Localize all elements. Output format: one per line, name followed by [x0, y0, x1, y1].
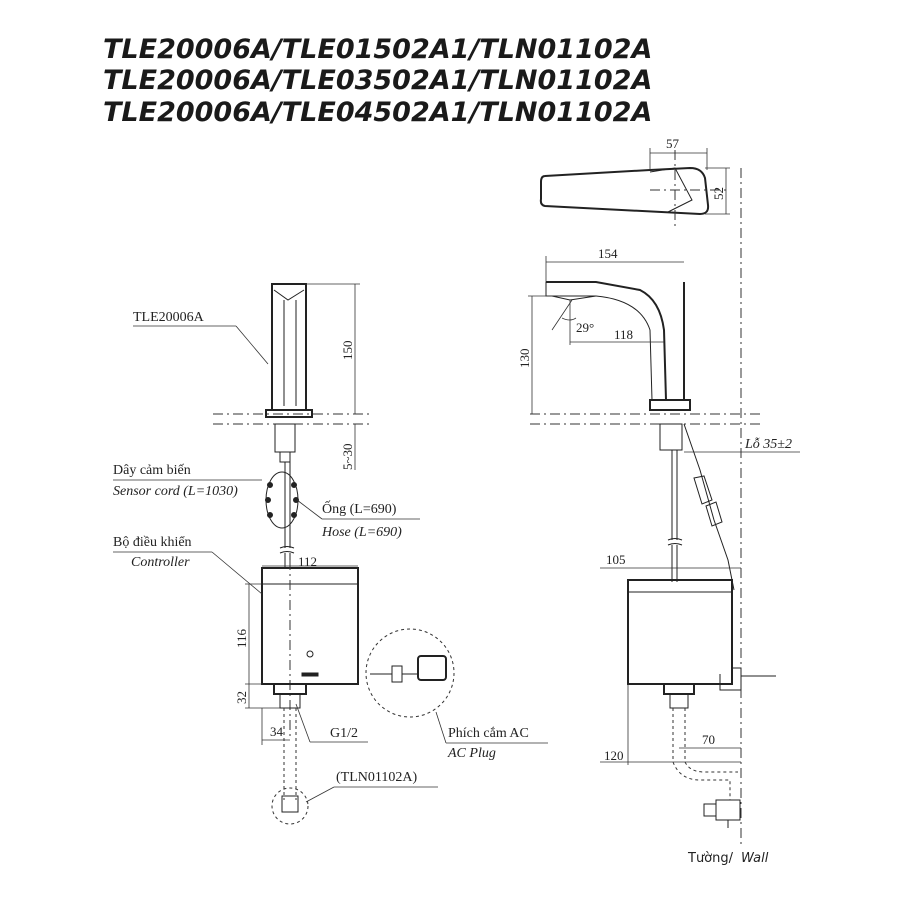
top-view-outline	[539, 166, 710, 216]
cord-bead-4	[293, 497, 299, 503]
side-hose-break	[667, 538, 683, 546]
controller-logo	[301, 672, 319, 677]
side-bracket	[719, 667, 742, 691]
side-faucet-base	[649, 399, 691, 411]
cord-bead-3	[265, 497, 271, 503]
hose-label-vi: Ống (L=690)	[322, 499, 397, 517]
cord-bead-5	[267, 512, 273, 518]
dim-spout-reach: 118	[614, 327, 633, 342]
front-shank	[274, 423, 296, 453]
dim-top-depth: 57	[666, 136, 680, 151]
front-faucet-base	[265, 409, 313, 418]
side-sensor-cord	[683, 423, 735, 591]
front-shank-end	[279, 451, 291, 463]
front-valve-circle	[271, 787, 309, 825]
side-pipe-bend	[672, 761, 738, 800]
ac-plug-circle	[365, 628, 455, 718]
angle-ray	[551, 299, 573, 331]
thread-leader	[295, 703, 311, 743]
dim-valve-offset: 70	[702, 732, 715, 747]
dim-wall-offset: 120	[604, 748, 624, 763]
ac-plug-leader	[435, 711, 447, 744]
controller-leader	[211, 551, 263, 595]
side-fitting-body	[669, 693, 689, 709]
controller-label-en: Controller	[131, 555, 190, 570]
thread-label: G1/2	[330, 726, 358, 741]
ac-plug-label-en: AC Plug	[447, 746, 496, 761]
dim-spout-height: 130	[517, 349, 532, 369]
side-view: Lỗ 35±2 154 130 118 29°	[517, 246, 800, 828]
faucet-model-label: TLE20006A	[133, 310, 205, 325]
front-fitting-body	[279, 693, 301, 709]
ac-plug-body	[417, 655, 447, 681]
side-fitting-nut	[663, 683, 695, 695]
front-view: 150 5~30 112 116 32 34 TLE20006A Dây cảm…	[113, 283, 548, 825]
side-faucet-inner	[545, 282, 653, 401]
faucet-model-leader	[235, 325, 269, 365]
front-hose-break	[279, 546, 295, 554]
wall-label-en: Wall	[741, 851, 769, 866]
side-valve-body	[715, 799, 741, 821]
ac-plug-label-vi: Phích cắm AC	[448, 726, 529, 741]
side-valve-handle	[703, 803, 717, 817]
cord-bead-2	[291, 482, 297, 488]
dim-controller-width: 112	[298, 554, 317, 569]
sensor-cord-label-en: Sensor cord (L=1030)	[113, 484, 238, 499]
front-faucet-body	[271, 283, 307, 411]
dim-front-height: 150	[340, 341, 355, 361]
side-spout-tip	[551, 295, 597, 301]
hose-label-en: Hose (L=690)	[321, 525, 402, 540]
dim-front-gap: 5~30	[340, 443, 355, 470]
dim-fitting-offset: 34	[270, 724, 284, 739]
dim-controller-height: 116	[234, 628, 249, 648]
hose-leader	[296, 499, 323, 520]
top-view-inner	[649, 167, 693, 213]
side-shank	[659, 423, 683, 451]
angle-arc	[561, 317, 577, 321]
top-view: 57 52	[539, 136, 730, 226]
valve-model-label: (TLN01102A)	[336, 770, 417, 785]
hole-label: Lỗ 35±2	[744, 437, 792, 452]
dim-top-height: 52	[711, 187, 726, 200]
ac-plug-cord	[370, 665, 403, 683]
front-controller-box	[261, 567, 359, 685]
dim-controller-depth: 105	[606, 552, 626, 567]
wall-label-vi: Tường/	[687, 851, 734, 866]
cord-bead-6	[291, 512, 297, 518]
title-line-2: TLE20006A/TLE03502A1/TLN01102A	[103, 65, 652, 96]
side-cord-connector	[693, 475, 713, 505]
front-valve-body	[281, 795, 299, 813]
dim-spout-length: 154	[598, 246, 618, 261]
title-line-3: TLE20006A/TLE04502A1/TLN01102A	[103, 97, 652, 128]
side-faucet-outline	[546, 281, 685, 401]
side-controller-box	[627, 579, 733, 685]
dim-spout-angle: 29°	[576, 320, 594, 335]
dim-fitting-height: 32	[234, 691, 249, 704]
cord-bead-1	[267, 482, 273, 488]
controller-indicator	[306, 650, 314, 658]
title-block: TLE20006A/TLE01502A1/TLN01102A TLE20006A…	[103, 34, 652, 128]
controller-label-vi: Bộ điều khiển	[113, 535, 192, 550]
front-faucet-top	[273, 289, 305, 301]
valve-model-leader	[305, 786, 335, 803]
title-line-1: TLE20006A/TLE01502A1/TLN01102A	[103, 34, 652, 65]
sensor-cord-label-vi: Dây cảm biến	[113, 463, 191, 478]
side-cord-connector-2	[705, 501, 723, 527]
